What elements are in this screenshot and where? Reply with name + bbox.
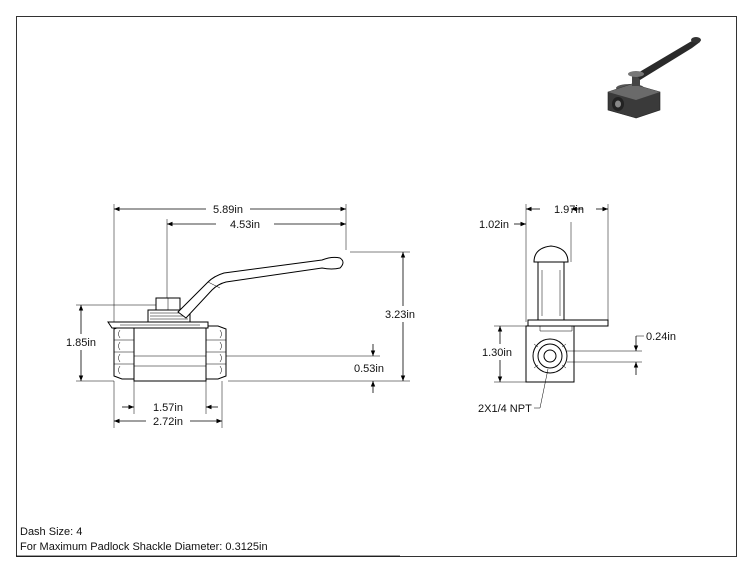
dim-side-port-offset: 0.24in	[646, 331, 676, 343]
dim-handle-reach: 4.53in	[230, 219, 260, 231]
dim-side-handle-width: 1.97in	[554, 204, 584, 216]
note-dash-size: Dash Size: 4	[20, 526, 82, 538]
side-dimensions: 1.02in 1.97in 1.30in 0.24in 2X1/4 NPT	[478, 204, 676, 415]
dim-port-offset: 0.53in	[354, 363, 384, 375]
dim-overall-height: 3.23in	[385, 309, 415, 321]
dim-overall-length: 5.89in	[213, 204, 243, 216]
dim-body-height: 1.85in	[66, 337, 96, 349]
dim-port-spacing: 1.57in	[153, 402, 183, 414]
left-port-hex	[113, 325, 135, 380]
iso-view-thumbnail	[607, 37, 701, 119]
dim-side-stem-offset: 1.02in	[479, 219, 509, 231]
front-view	[107, 256, 344, 382]
side-port-bore	[543, 349, 557, 363]
front-dimensions: 5.89in 4.53in 3.23in 1.85in 0.53in 1.57i…	[66, 204, 415, 428]
side-view	[525, 245, 609, 383]
side-stem	[537, 261, 565, 321]
handle	[177, 256, 344, 319]
dim-side-body-height: 1.30in	[482, 347, 512, 359]
callout-port-thread: 2X1/4 NPT	[478, 403, 532, 415]
note-padlock: For Maximum Padlock Shackle Diameter: 0.…	[20, 541, 268, 553]
side-handle-end	[533, 245, 569, 263]
sheet-border	[16, 16, 737, 557]
dim-body-length: 2.72in	[153, 416, 183, 428]
valve-body	[133, 323, 207, 382]
right-port-hex	[205, 325, 227, 380]
side-lock-plate	[527, 319, 609, 327]
